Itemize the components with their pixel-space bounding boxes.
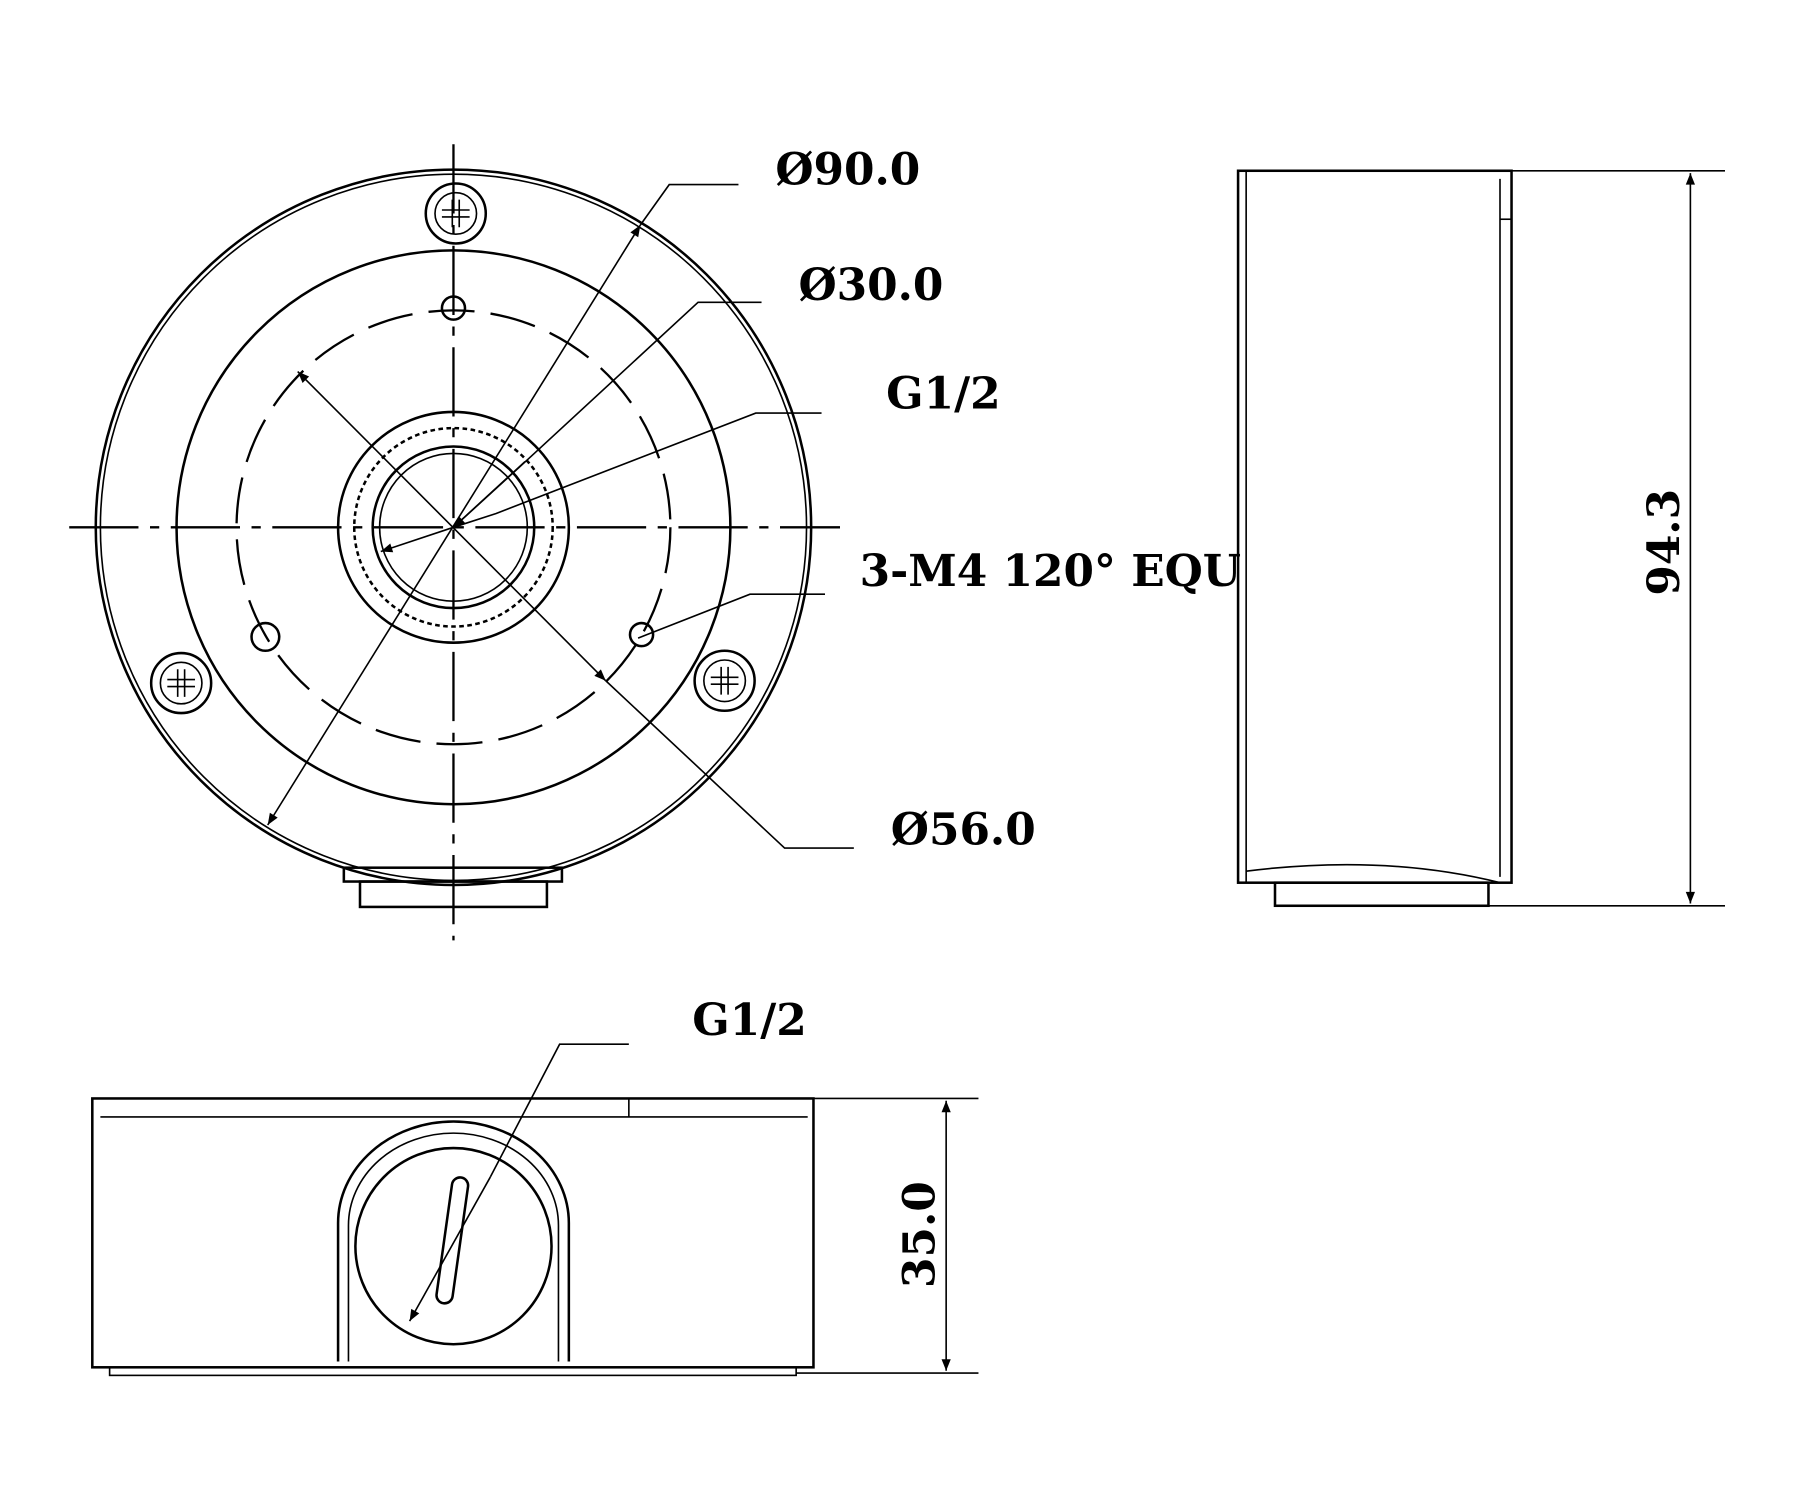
- bottom-height-dimension-label: 35.0: [895, 1181, 946, 1288]
- mount-hole-icon: [628, 621, 655, 648]
- screw-head-icon: [424, 182, 488, 245]
- screw-spec-label: 3-M4 120° EQU: [860, 546, 1241, 597]
- side-view: 94.3: [1236, 169, 1725, 908]
- outer-diameter-label: Ø90.0: [775, 145, 920, 196]
- screw-head-icon: [693, 649, 756, 713]
- bolt-circle-label: Ø56.0: [891, 805, 1036, 856]
- bottom-thread-label: G1/2: [692, 995, 806, 1046]
- bottom-view: G1/2 35.0: [91, 995, 979, 1377]
- thread-label: G1/2: [886, 368, 1000, 419]
- height-dimension-label: 94.3: [1639, 489, 1690, 596]
- hub-diameter-label: Ø30.0: [798, 260, 943, 311]
- screw-head-icon: [149, 651, 213, 715]
- front-view: Ø90.0 Ø30.0 G1/2 3-M4 120° EQU Ø56.0: [69, 144, 1241, 941]
